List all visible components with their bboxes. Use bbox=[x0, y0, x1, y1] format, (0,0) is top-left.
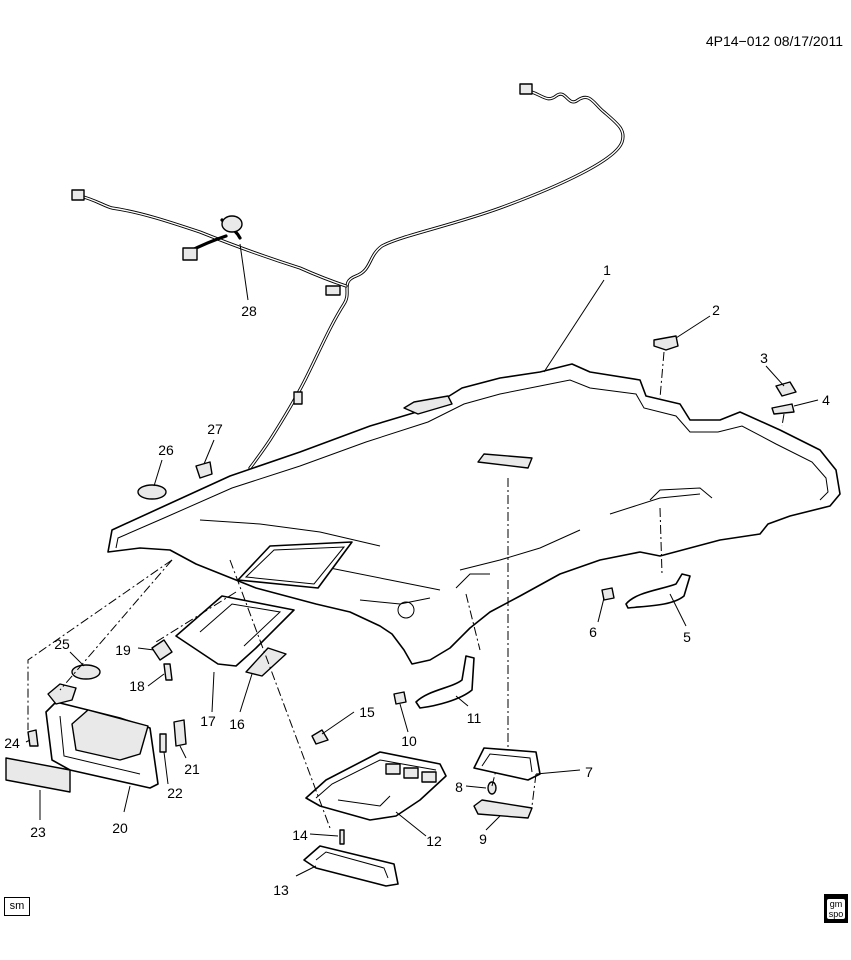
drawing-header: 4P14−012 08/17/2011 bbox=[706, 33, 843, 49]
callout-4: 4 bbox=[822, 392, 830, 408]
callout-11: 11 bbox=[467, 710, 482, 726]
visor-mount bbox=[47, 683, 77, 705]
callout-19: 19 bbox=[115, 642, 131, 658]
screw-14 bbox=[339, 829, 345, 845]
wiring-harness bbox=[71, 83, 625, 470]
harness-connector bbox=[182, 247, 198, 261]
callout-15: 15 bbox=[359, 704, 375, 720]
mirror-label-23 bbox=[5, 757, 71, 793]
callout-10: 10 bbox=[401, 733, 417, 749]
bolt-6 bbox=[601, 587, 615, 601]
callout-26: 26 bbox=[158, 442, 174, 458]
callout-12: 12 bbox=[426, 833, 442, 849]
callout-2: 2 bbox=[712, 302, 720, 318]
callout-14: 14 bbox=[292, 827, 308, 843]
console-switch bbox=[403, 767, 419, 779]
callout-22: 22 bbox=[167, 785, 183, 801]
bolt-10 bbox=[393, 691, 407, 705]
callout-labels: 1 2 3 4 5 6 7 8 9 10 11 12 13 14 15 16 1… bbox=[4, 262, 830, 898]
sunshade-panel-17 bbox=[175, 595, 295, 667]
gm-spo-logo: gm spo bbox=[824, 894, 848, 923]
bracket-16 bbox=[245, 647, 287, 677]
headliner-bracket bbox=[403, 395, 453, 415]
harness-connector bbox=[71, 189, 85, 201]
visor-mirror bbox=[71, 709, 149, 761]
assist-handle-11 bbox=[415, 655, 475, 709]
clip-2 bbox=[653, 335, 679, 351]
lamp-housing-7 bbox=[473, 747, 541, 781]
callout-24: 24 bbox=[4, 735, 20, 751]
lens-9 bbox=[473, 799, 533, 819]
callout-28: 28 bbox=[241, 303, 257, 319]
callout-6: 6 bbox=[589, 624, 597, 640]
clip-3 bbox=[775, 381, 797, 397]
gm-spo-logo-text: gm spo bbox=[827, 899, 845, 919]
callout-16: 16 bbox=[229, 716, 245, 732]
callout-20: 20 bbox=[112, 820, 128, 836]
harness-connector bbox=[221, 215, 243, 233]
mirror-cover-21 bbox=[173, 719, 187, 747]
harness-connector bbox=[519, 83, 533, 95]
callout-23: 23 bbox=[30, 824, 46, 840]
harness-clip bbox=[325, 285, 341, 296]
harness-clip bbox=[293, 391, 303, 405]
callout-21: 21 bbox=[184, 761, 200, 777]
callout-7: 7 bbox=[585, 764, 593, 780]
console-switch bbox=[385, 763, 401, 775]
console-switch bbox=[421, 771, 437, 783]
assist-handle-5 bbox=[625, 573, 691, 609]
lamp-opening bbox=[477, 453, 533, 469]
callout-3: 3 bbox=[760, 350, 768, 366]
sunshade-support-19 bbox=[151, 639, 173, 661]
grommet-26 bbox=[137, 484, 167, 500]
callout-27: 27 bbox=[207, 421, 223, 437]
callout-1: 1 bbox=[603, 262, 611, 278]
clip-27 bbox=[195, 461, 213, 479]
callout-9: 9 bbox=[479, 831, 487, 847]
callout-18: 18 bbox=[129, 678, 145, 694]
bulb-22 bbox=[159, 733, 167, 753]
callout-25: 25 bbox=[54, 636, 70, 652]
headliner bbox=[107, 363, 841, 665]
screw-24 bbox=[27, 729, 39, 747]
callout-8: 8 bbox=[455, 779, 463, 795]
screw-18 bbox=[163, 663, 173, 681]
callout-17: 17 bbox=[200, 713, 216, 729]
retainer-4 bbox=[771, 403, 795, 415]
sunroof-opening bbox=[237, 541, 353, 589]
sm-badge: sm bbox=[4, 897, 30, 916]
bulb-8 bbox=[487, 781, 497, 795]
callout-13: 13 bbox=[273, 882, 289, 898]
console-lid-13 bbox=[303, 845, 399, 887]
callout-5: 5 bbox=[683, 629, 691, 645]
visor-bezel-25 bbox=[71, 664, 101, 680]
clip-15 bbox=[311, 729, 329, 745]
